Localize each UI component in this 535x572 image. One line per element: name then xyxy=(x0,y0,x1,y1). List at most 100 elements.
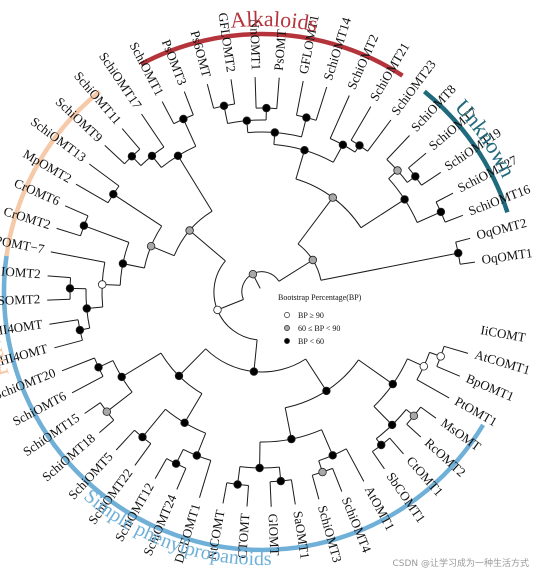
branch-line xyxy=(184,393,203,424)
branch-line xyxy=(75,183,109,204)
bootstrap-node xyxy=(287,434,296,444)
branch-line xyxy=(367,119,392,152)
legend-marker-high xyxy=(284,312,290,318)
bootstrap-node xyxy=(262,103,271,113)
leaf-label: OqOMT1 xyxy=(481,245,534,267)
bootstrap-node xyxy=(338,140,348,149)
bootstrap-nodes xyxy=(65,101,463,489)
bootstrap-node xyxy=(270,128,279,137)
leaf-label: SchiOMT3 xyxy=(315,504,345,564)
branch-line xyxy=(49,319,79,325)
branch-line xyxy=(71,375,104,394)
branch-line xyxy=(332,468,343,492)
branch-line xyxy=(183,91,194,116)
clade-arc xyxy=(139,31,404,78)
bootstrap-node xyxy=(400,195,409,204)
branch-line xyxy=(47,275,71,279)
bootstrap-node xyxy=(248,270,258,279)
legend-title: Bootstrap Percentage(BP) xyxy=(278,293,362,302)
bootstrap-node xyxy=(308,255,317,265)
branch-line xyxy=(460,261,475,265)
bootstrap-node xyxy=(377,440,386,450)
bootstrap-node xyxy=(109,189,118,199)
branch-line xyxy=(254,77,257,109)
branch-line xyxy=(278,259,314,282)
branch-line xyxy=(154,458,168,479)
branch-line xyxy=(142,408,166,438)
branch-line xyxy=(420,406,437,419)
branch-line xyxy=(371,451,385,470)
clade-arc xyxy=(422,89,510,213)
branch-line xyxy=(161,101,175,124)
branch-line xyxy=(416,211,442,223)
branch-line xyxy=(222,482,228,504)
branch-line xyxy=(115,429,135,451)
branch-line xyxy=(408,152,427,169)
branch-line xyxy=(296,80,304,116)
branch-line xyxy=(56,227,81,237)
bootstrap-node xyxy=(436,207,446,217)
bootstrap-node xyxy=(65,284,75,293)
bootstrap-node xyxy=(213,305,222,315)
bootstrap-node xyxy=(75,325,85,335)
bootstrap-node xyxy=(127,152,137,161)
bootstrap-node xyxy=(147,151,157,161)
bootstrap-node xyxy=(117,372,126,382)
bootstrap-node xyxy=(173,151,183,160)
bootstrap-node xyxy=(185,226,194,235)
watermark: CSDN @让学习成为一种生活方式 xyxy=(392,559,529,569)
bootstrap-node xyxy=(300,145,309,155)
branch-line xyxy=(189,230,226,262)
bootstrap-node xyxy=(233,480,242,489)
branch-line xyxy=(178,348,207,377)
bootstrap-node xyxy=(388,379,397,389)
branch-line xyxy=(284,407,292,440)
bootstrap-node xyxy=(302,113,311,122)
bootstrap-node xyxy=(102,407,111,416)
branch-line xyxy=(373,406,393,426)
branch-line xyxy=(269,481,272,507)
branch-arc xyxy=(241,271,280,300)
bootstrap-node xyxy=(409,411,419,420)
leaf-label: OqOMT2 xyxy=(475,215,528,242)
bootstrap-node xyxy=(249,367,259,376)
branch-line xyxy=(297,197,334,245)
branch-line xyxy=(295,150,305,180)
clade-arcs xyxy=(1,31,510,553)
bootstrap-node xyxy=(411,172,420,181)
branch-line xyxy=(305,358,327,392)
tree-branches xyxy=(47,77,475,507)
bootstrap-node xyxy=(454,248,463,258)
bootstrap-node xyxy=(219,101,229,110)
branch-line xyxy=(50,251,105,263)
bootstrap-node xyxy=(355,141,364,150)
leaf-label: CTOMT xyxy=(234,513,252,559)
legend-label-mid: 60 ≤ BP < 90 xyxy=(298,324,340,333)
branch-line xyxy=(47,298,71,301)
branch-line xyxy=(89,163,120,187)
branch-line xyxy=(345,448,365,482)
bootstrap-node xyxy=(436,352,445,361)
branch-line xyxy=(315,86,328,121)
bootstrap-node xyxy=(393,166,402,175)
branch-line xyxy=(84,402,101,414)
bootstrap-node xyxy=(242,116,251,125)
branch-line xyxy=(444,214,464,223)
leaf-label: BpOMT1 xyxy=(464,371,516,405)
bootstrap-node xyxy=(276,476,285,486)
branch-line xyxy=(199,460,212,498)
bootstrap-node xyxy=(174,371,184,381)
branch-line xyxy=(358,359,394,385)
bootstrap-node xyxy=(328,451,337,460)
branch-line xyxy=(217,299,244,311)
bootstrap-node xyxy=(97,280,107,289)
bootstrap-node xyxy=(255,463,264,473)
legend-marker-low xyxy=(284,338,290,344)
branch-line xyxy=(176,468,187,490)
leaf-label: CrOMT2 xyxy=(2,203,53,232)
bootstrap-node xyxy=(94,363,103,372)
branch-line xyxy=(104,145,125,165)
branch-line xyxy=(435,192,454,203)
branch-line xyxy=(246,485,249,507)
